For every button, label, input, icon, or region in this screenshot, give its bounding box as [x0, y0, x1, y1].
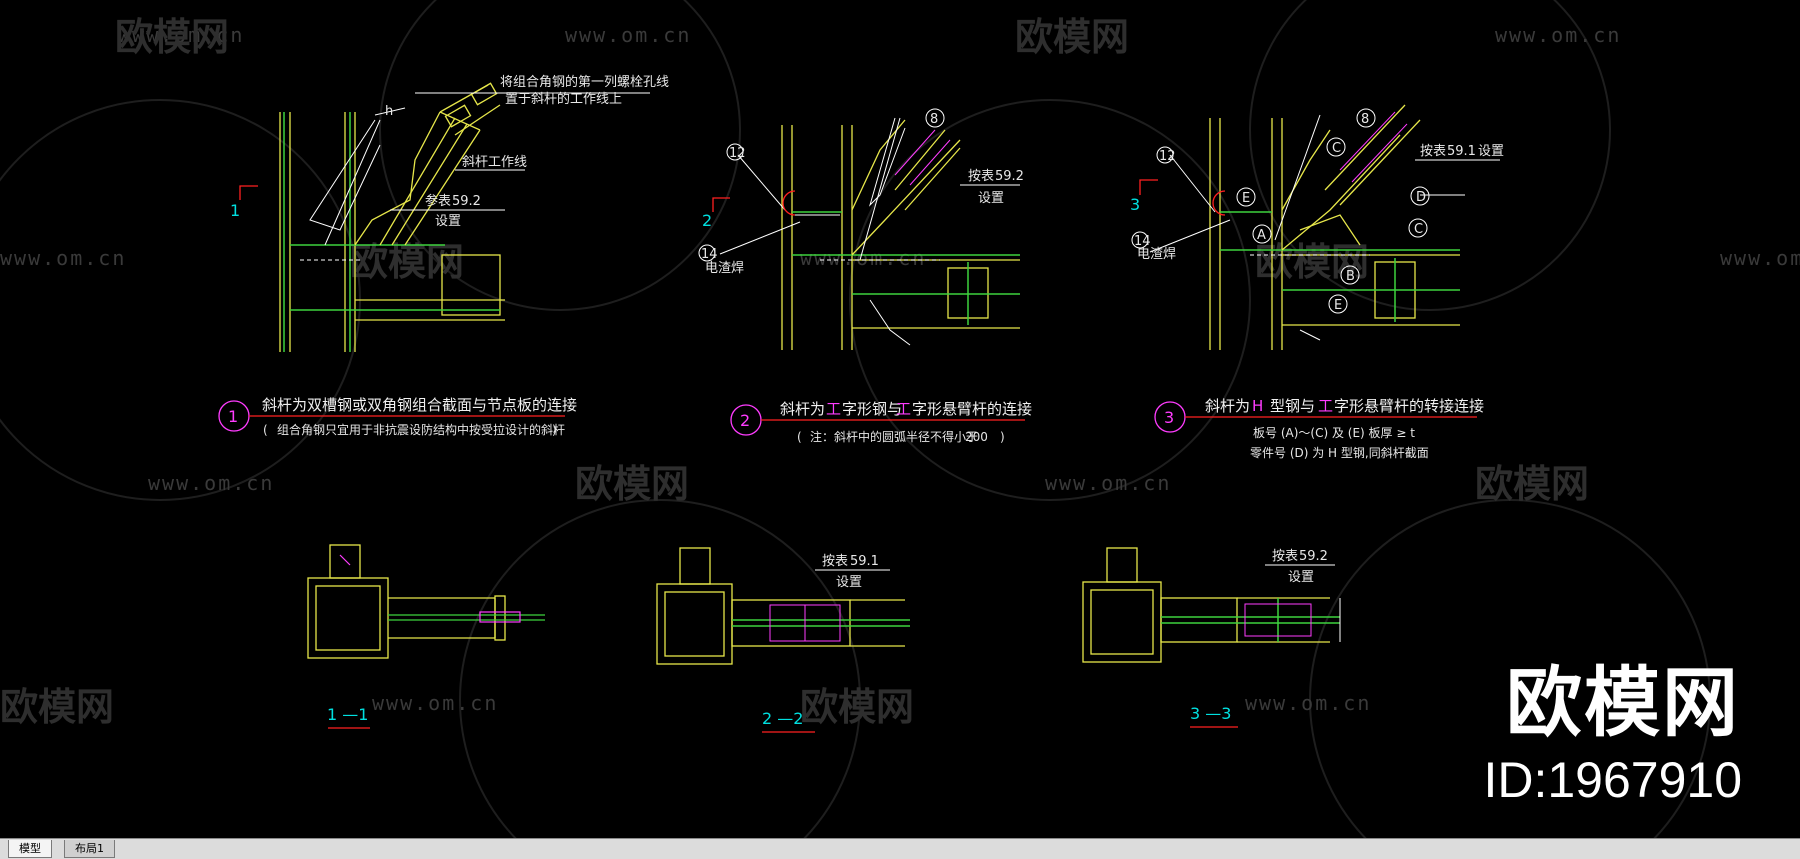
section-label-1: 1 —1	[327, 705, 368, 724]
title-pre: 斜杆为	[1205, 397, 1250, 415]
callout-weld: 电渣焊	[705, 260, 744, 276]
detail-note-open: (	[263, 423, 268, 437]
watermark-site: www.om.cn	[1045, 471, 1171, 495]
callout-1: 将组合角钢的第一列螺栓孔线	[500, 74, 669, 90]
section-callout-num: 59.2	[1299, 549, 1328, 564]
callout-set: 设置	[1478, 144, 1504, 159]
detail-note-close: )	[552, 423, 557, 437]
large-watermark-brand: 欧模网	[1506, 658, 1740, 747]
title-post: 字形悬臂杆的连接	[912, 400, 1032, 418]
tab-layout-1[interactable]: 布局1	[64, 840, 115, 858]
section-label-2: 2 —2	[762, 709, 803, 728]
note-open: (	[797, 430, 802, 444]
callout-table-num: 59.1	[1447, 144, 1476, 159]
section-mark-2: 2	[702, 211, 712, 230]
note-close: )	[1000, 430, 1005, 444]
callout-3: 斜杆工作线	[462, 155, 527, 170]
note-value: 200	[965, 430, 988, 444]
title-mid2: 字形钢与	[842, 400, 902, 418]
callout-12: 12	[1159, 149, 1176, 164]
callout-14: 14	[1134, 234, 1151, 249]
watermark-brand: 欧模网	[1475, 462, 1589, 506]
watermark-brand: 欧模网	[115, 15, 229, 59]
section-mark-1: 1	[230, 201, 240, 220]
callout-A: A	[1257, 228, 1266, 243]
callout-14: 14	[701, 247, 718, 262]
watermark-site: www.om.cn	[1720, 246, 1800, 270]
callout-h: h	[385, 104, 393, 119]
callout-table: 按表	[1420, 144, 1446, 159]
callout-B: B	[1346, 269, 1355, 284]
callout-C-2: C	[1414, 222, 1423, 237]
callout-8: 8	[1361, 112, 1369, 127]
watermark-brand: 欧模网	[350, 240, 464, 284]
title-mid1: H	[1252, 397, 1263, 415]
watermark-site: www.om.cn	[1245, 691, 1371, 715]
title-mid1: 工	[826, 400, 841, 418]
title-pre: 斜杆为	[780, 400, 825, 418]
detail-note: 组合角钢只宜用于非抗震设防结构中按受拉设计的斜杆	[277, 422, 565, 437]
watermark-site: www.om.cn	[372, 691, 498, 715]
section-label-3: 3 —3	[1190, 704, 1231, 723]
callout-4: 参表	[425, 193, 451, 209]
watermark-site: www.om.cn	[1495, 23, 1621, 47]
detail-number: 2	[740, 411, 750, 430]
detail-1: 1 h 将组合角钢的第一列螺栓孔线 置于斜杆的工作线上 斜杆工作线 参表 59.…	[218, 74, 669, 729]
title-mid3: 工	[896, 400, 911, 418]
watermark-circles	[0, 0, 1711, 859]
detail-title: 斜杆为双槽钢或双角钢组合截面与节点板的连接	[262, 396, 577, 414]
watermark-brand: 欧模网	[1255, 240, 1369, 284]
detail-number: 1	[228, 407, 238, 426]
watermark-site: www.om.cn	[148, 471, 274, 495]
callout-E-2: E	[1334, 298, 1342, 313]
section-callout-2: 设置	[1288, 570, 1314, 585]
large-watermark-id: ID:1967910	[1483, 752, 1742, 808]
note-2: 零件号 (D) 为 H 型钢,同斜杆截面	[1250, 446, 1429, 460]
tab-model[interactable]: 模型	[8, 840, 52, 858]
callout-12: 12	[729, 146, 746, 161]
callout-5: 设置	[435, 214, 461, 229]
section-callout: 按表	[822, 554, 848, 569]
watermark-site: www.om.cn	[565, 23, 691, 47]
title-post: 字形悬臂杆的转接连接	[1334, 397, 1484, 415]
note: 注：斜杆中的圆弧半径不得小于	[810, 429, 978, 444]
section-callout-num: 59.1	[850, 554, 879, 569]
section-callout: 按表	[1272, 549, 1298, 564]
title-mid2: 型钢与	[1270, 397, 1315, 415]
watermark-brand: 欧模网	[0, 685, 114, 729]
detail-number: 3	[1164, 408, 1174, 427]
watermark-site: www.om.cn	[0, 246, 126, 270]
callout-D: D	[1416, 190, 1426, 205]
callout-C: C	[1332, 141, 1341, 156]
watermark-layer: www.om.cn 欧模网 www.om.cn 欧模网 www.om.cn ww…	[0, 15, 1800, 729]
callout-8: 8	[930, 112, 938, 127]
callout-E: E	[1242, 191, 1250, 206]
watermark-brand: 欧模网	[575, 462, 689, 506]
section-mark-3: 3	[1130, 195, 1140, 214]
layout-tab-bar: 模型 布局1	[0, 838, 1800, 859]
watermark-site: www.om.cn	[800, 246, 926, 270]
callout-weld: 电渣焊	[1137, 246, 1176, 262]
title-mid3: 工	[1318, 397, 1333, 415]
detail-3: 12 14 8 C E A D C B E 3 电渣焊 按表 59.1 设置 3…	[1082, 104, 1504, 728]
callout-4-num: 59.2	[452, 194, 481, 209]
callout-2: 置于斜杆的工作线上	[505, 91, 622, 107]
detail-2: 12 14 8 2 电渣焊 按表 59.2 设置 2 斜杆为 工 字形钢与 工 …	[656, 108, 1032, 733]
watermark-brand: 欧模网	[800, 685, 914, 729]
section-callout-2: 设置	[836, 575, 862, 590]
watermark-site: www.om.cn	[118, 23, 244, 47]
watermark-brand: 欧模网	[1015, 15, 1129, 59]
note-1: 板号 (A)～(C) 及 (E) 板厚 ≥ t	[1253, 426, 1415, 440]
callout-table-num: 59.2	[995, 169, 1024, 184]
callout-table: 按表	[968, 169, 994, 184]
callout-set: 设置	[978, 191, 1004, 206]
